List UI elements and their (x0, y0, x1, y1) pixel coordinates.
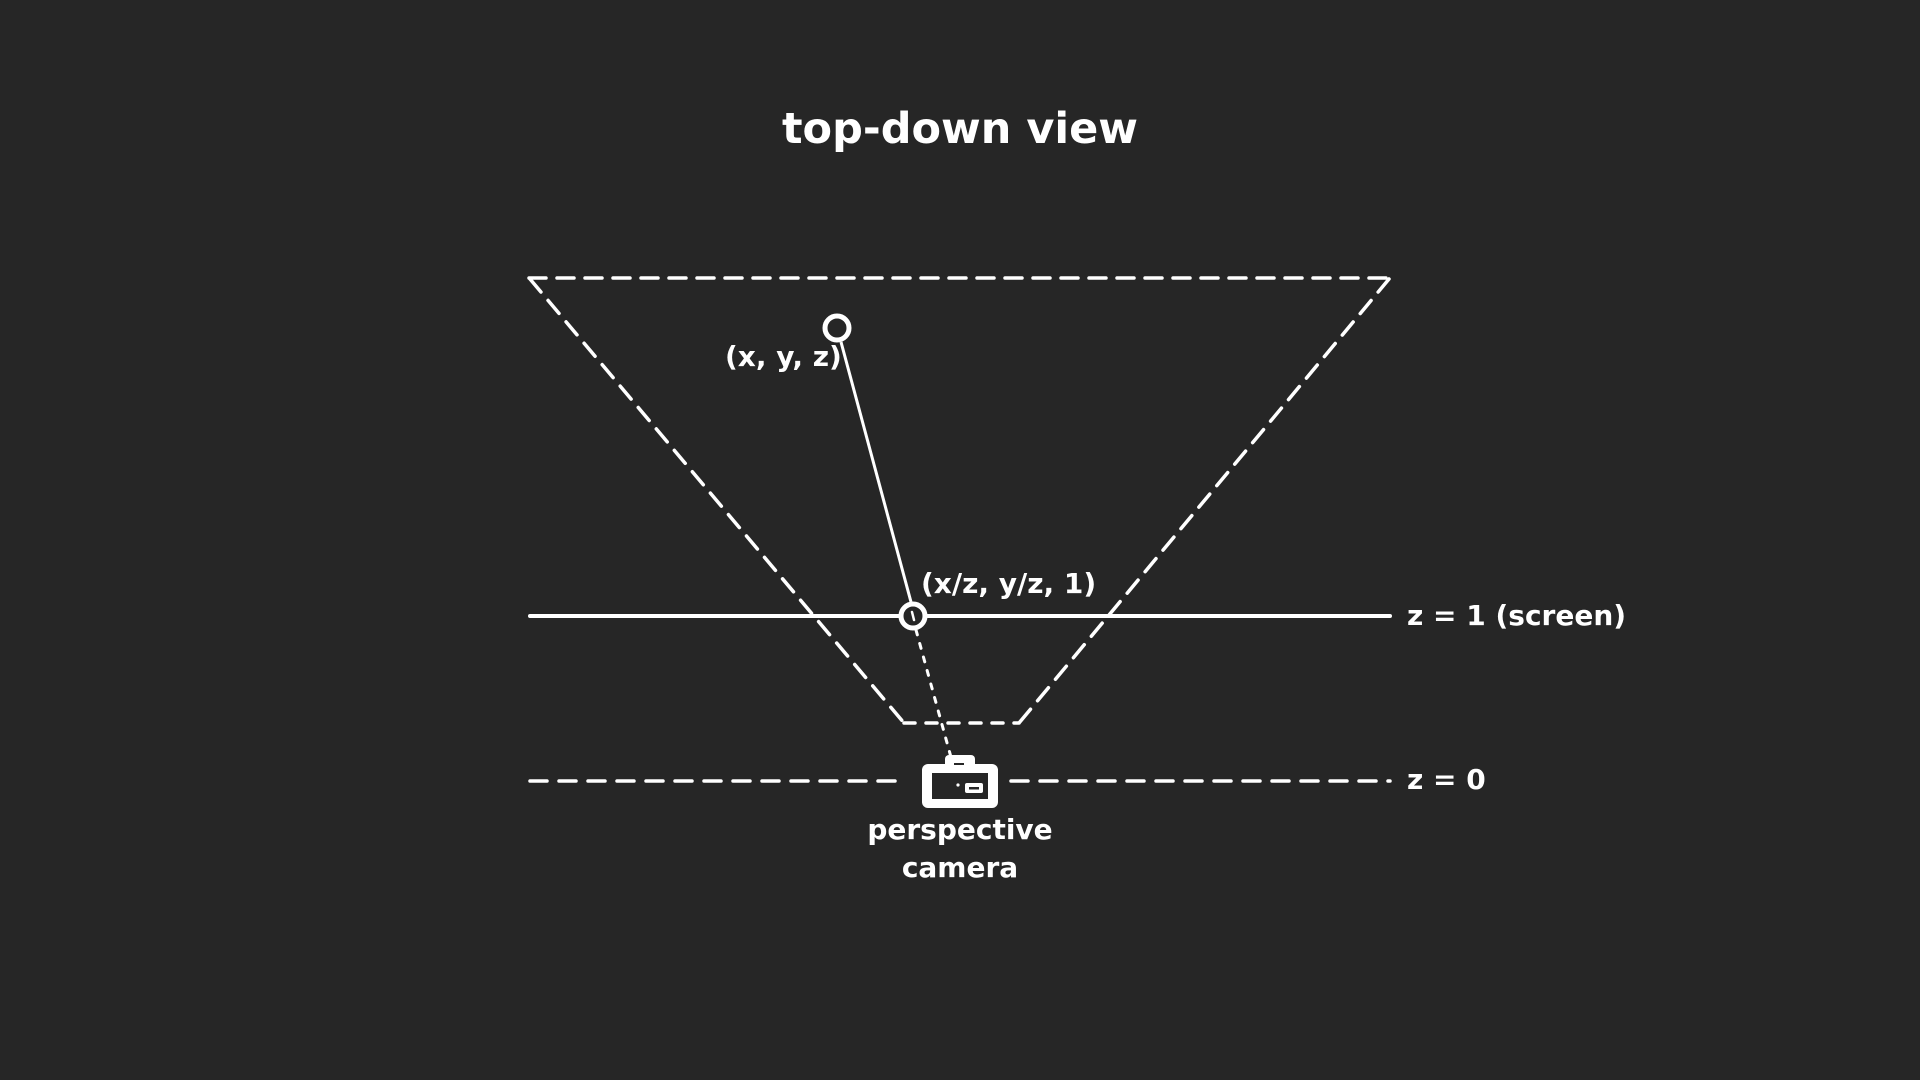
camera-label: perspective camera (860, 811, 1060, 887)
frustum-right-edge (1017, 277, 1391, 725)
camera-icon (922, 755, 998, 808)
projection-ray-solid (839, 341, 913, 603)
screen-plane-label: z = 1 (screen) (1407, 599, 1627, 632)
world-point-label: (x, y, z) (725, 340, 842, 373)
projection-ray-dotted (914, 628, 962, 792)
frustum-left-edge (528, 277, 906, 725)
diagram-title: top-down view (781, 104, 1138, 154)
projected-point-label: (x/z, y/z, 1) (921, 567, 1097, 600)
camera-label-line2: camera (901, 851, 1019, 884)
world-point-marker (822, 313, 852, 343)
camera-label-line1: perspective (867, 813, 1053, 846)
projected-point-ray-dot (910, 610, 916, 622)
camera-plane-label: z = 0 (1407, 763, 1486, 796)
